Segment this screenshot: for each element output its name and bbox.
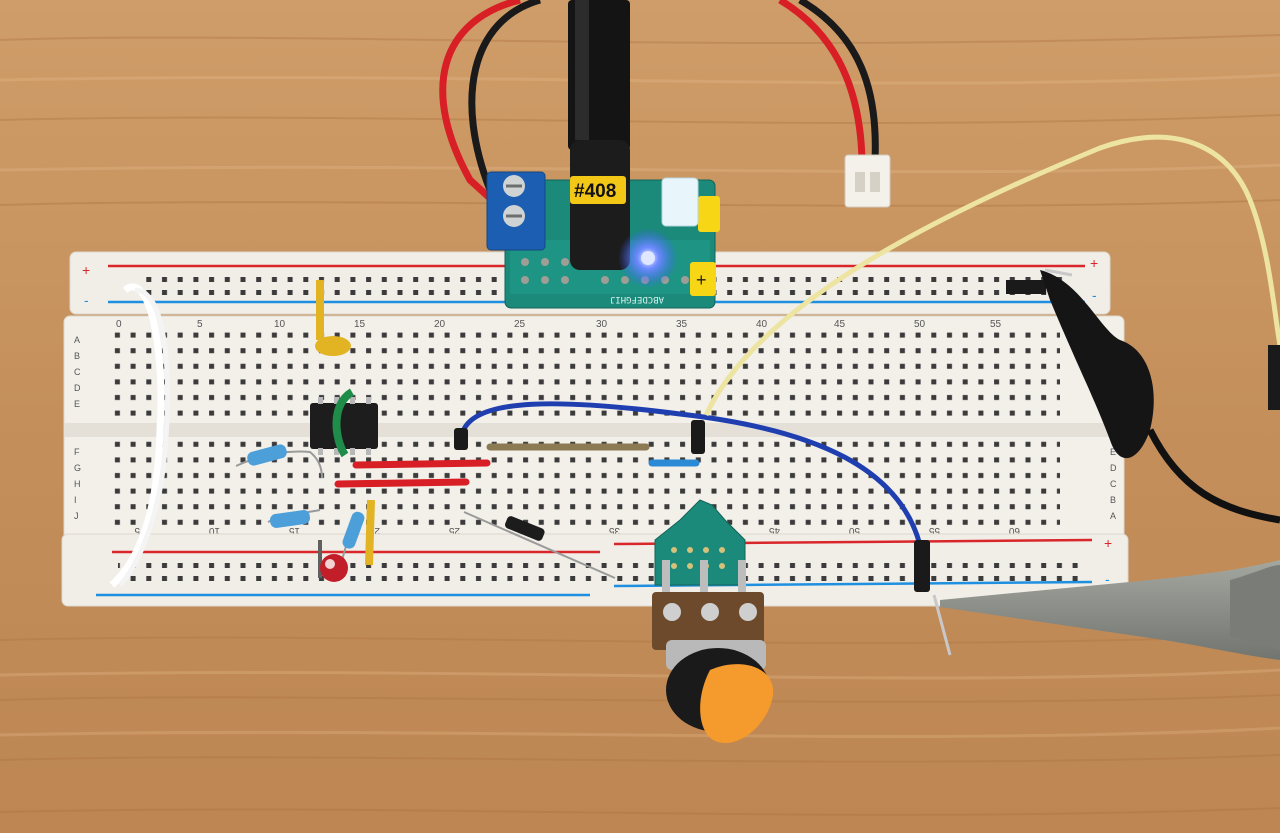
svg-text:15: 15 — [354, 319, 366, 330]
svg-text:25: 25 — [514, 319, 526, 330]
blue-jumper-wire — [459, 401, 923, 546]
jst-connector — [844, 154, 891, 208]
svg-text:40: 40 — [756, 319, 768, 330]
dip8-ic-icon — [310, 397, 378, 455]
svg-text:45: 45 — [834, 319, 846, 330]
power-wire-red — [439, 0, 521, 203]
svg-text:H: H — [74, 479, 81, 489]
svg-text:15: 15 — [288, 525, 300, 536]
yellow-ceramic-capacitor — [315, 336, 351, 356]
svg-text:C: C — [74, 367, 81, 377]
svg-text:30: 30 — [596, 319, 608, 330]
connector-wire-black — [798, 0, 879, 161]
svg-text:25: 25 — [448, 525, 460, 536]
row-letters-right: E D C B A — [1110, 447, 1117, 521]
svg-text:F: F — [74, 447, 80, 457]
rail-minus-top-right: - — [1092, 287, 1097, 303]
svg-text:G: G — [74, 463, 81, 473]
column-numbers-top: 0 5 10 15 20 25 30 35 40 45 50 55 — [116, 319, 1002, 330]
svg-text:E: E — [74, 399, 80, 409]
svg-text:B: B — [1110, 495, 1116, 505]
rail-plus-top-left: + — [82, 262, 90, 278]
module-plus-label: + — [696, 270, 707, 290]
diode — [463, 511, 616, 579]
svg-text:0: 0 — [116, 319, 122, 330]
svg-text:J: J — [74, 511, 79, 521]
svg-text:I: I — [74, 495, 77, 505]
rail-minus-top-left: - — [84, 292, 89, 308]
svg-text:E: E — [1110, 447, 1116, 457]
row-letters-left: A B C D E F G H I J — [74, 335, 81, 521]
svg-text:35: 35 — [676, 319, 688, 330]
scope-probe-icon — [932, 560, 1280, 660]
red-jumper-2 — [334, 478, 470, 488]
module-sticker: #408 — [574, 181, 616, 202]
svg-text:35: 35 — [608, 525, 620, 536]
breadboard-center-channel — [64, 423, 1124, 437]
svg-text:5: 5 — [134, 525, 140, 536]
resistor-2 — [267, 509, 321, 528]
svg-text:10: 10 — [274, 319, 286, 330]
svg-text:50: 50 — [914, 319, 926, 330]
resistor-1 — [235, 444, 323, 479]
svg-text:10: 10 — [208, 525, 220, 536]
red-jumper-1 — [352, 459, 491, 469]
svg-text:C: C — [1110, 479, 1117, 489]
svg-text:55: 55 — [928, 525, 940, 536]
resistor-3 — [341, 511, 365, 561]
svg-text:50: 50 — [848, 525, 860, 536]
svg-text:20: 20 — [434, 319, 446, 330]
rail-minus-bottom-right: - — [1105, 571, 1110, 587]
module-pcb-letters: ABCDEFGHIJ — [610, 294, 664, 304]
potentiometer-icon — [652, 499, 774, 743]
svg-text:D: D — [74, 383, 81, 393]
connector-wire-red — [778, 0, 866, 161]
power-wire-black — [468, 0, 541, 192]
white-jumper-wire — [109, 283, 165, 588]
alligator-clip-icon — [1006, 268, 1280, 524]
electrolytic-capacitor — [320, 554, 348, 582]
svg-text:A: A — [1110, 511, 1116, 521]
svg-text:B: B — [74, 351, 80, 361]
svg-text:A: A — [74, 335, 80, 345]
rail-plus-bottom-right: + — [1104, 535, 1112, 551]
barrel-jack-icon: #408 — [568, 0, 630, 270]
yellow-jumper-wire — [703, 134, 1280, 417]
svg-text:5: 5 — [197, 319, 203, 330]
svg-text:20: 20 — [368, 525, 380, 536]
screw-terminal-icon — [486, 171, 546, 251]
svg-text:D: D — [1110, 463, 1117, 473]
yellow-capacitor-bottom — [365, 499, 375, 566]
svg-text:60: 60 — [1008, 525, 1020, 536]
rail-plus-top-right: + — [1090, 255, 1098, 271]
green-capacitor — [332, 388, 355, 458]
svg-text:55: 55 — [990, 319, 1002, 330]
svg-text:45: 45 — [768, 525, 780, 536]
